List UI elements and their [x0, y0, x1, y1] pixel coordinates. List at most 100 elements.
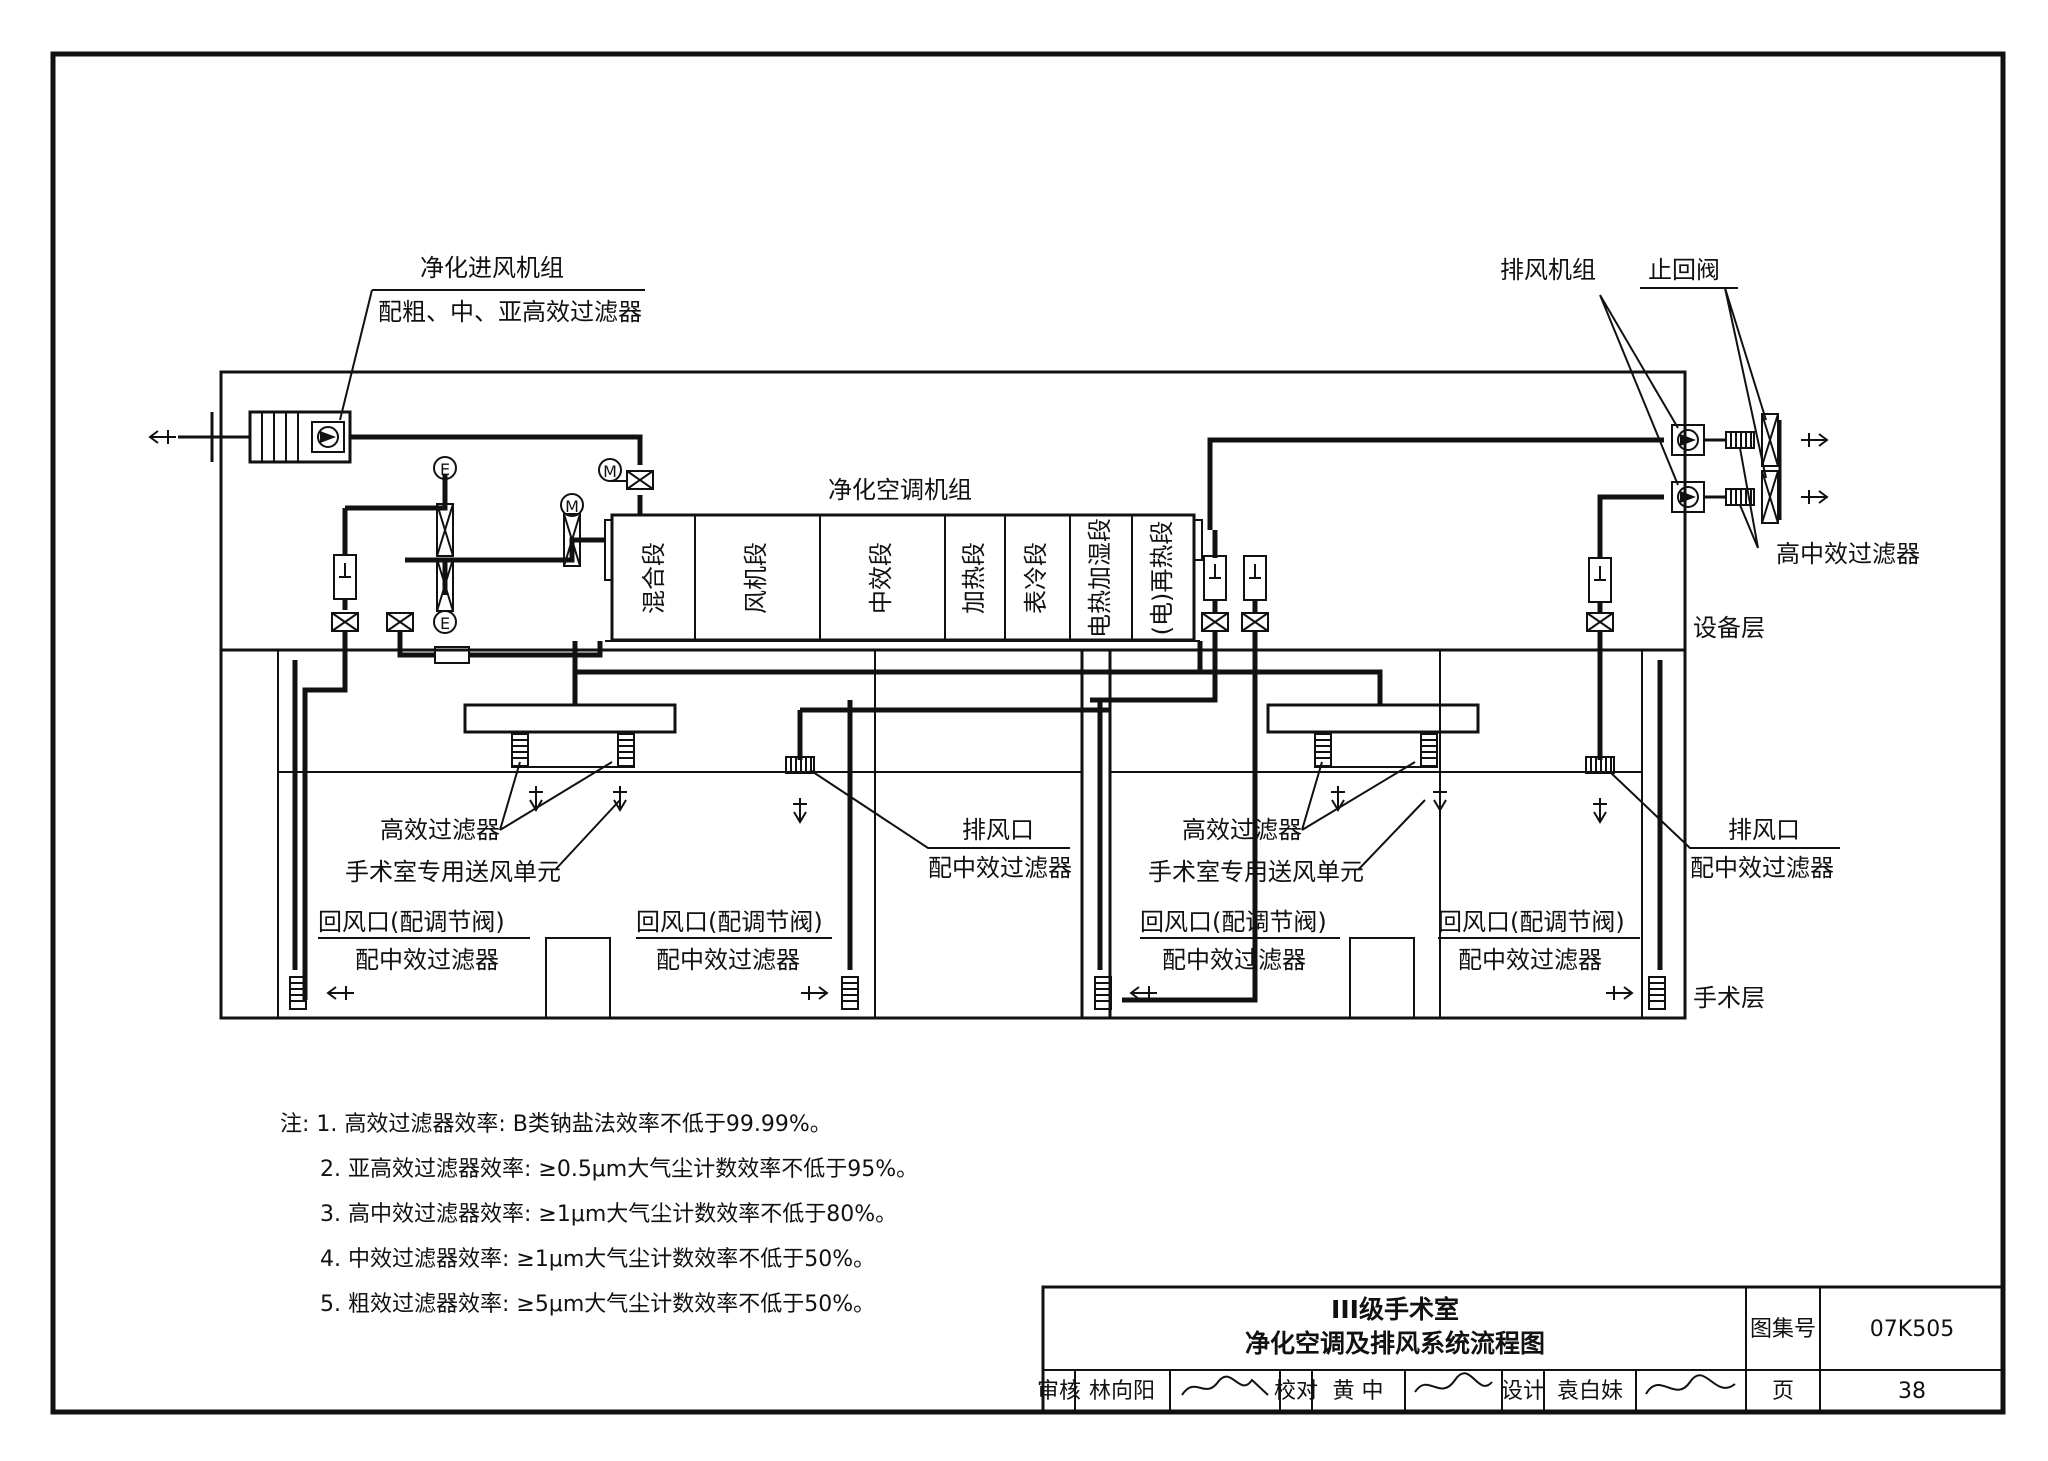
exhaust-damper-left-2-icon: [1241, 612, 1269, 632]
hepa-right-label: 高效过滤器: [1182, 816, 1302, 844]
return-arrow-2: [800, 985, 828, 1001]
ahu-section-label: 加热段: [960, 542, 988, 614]
note-line: 4. 中效过滤器效率: ≥1μm大气尘计数效率不低于50%。: [320, 1247, 875, 1272]
svg-text:M: M: [603, 462, 617, 481]
check-label: 校对: [1274, 1379, 1318, 1404]
notes-block: 注: 1. 高效过滤器效率: B类钠盐法效率不低于99.99%。 2. 亚高效过滤…: [280, 1112, 918, 1317]
check-valve-label: 止回阀: [1648, 256, 1720, 284]
page-label: 页: [1772, 1379, 1794, 1404]
outdoor-air-arrow: [149, 429, 177, 445]
supply-ducts: [463, 641, 1480, 811]
checker-signature: [1414, 1372, 1493, 1393]
hepa-left-b-icon: [617, 733, 635, 767]
return-1-label: 回风口(配调节阀): [318, 908, 505, 936]
surgery-floor-label: 手术层: [1693, 984, 1765, 1012]
supply-unit-right-label: 手术室专用送风单元: [1148, 858, 1364, 886]
designer-signature: [1645, 1374, 1736, 1395]
electric-damper-upper-icon: [436, 503, 454, 557]
exhaust-regulator-left-2-icon: [1243, 555, 1267, 601]
return-risers: [289, 660, 1666, 1010]
checker-name: 黄 中: [1333, 1379, 1384, 1404]
return-grille-4-icon: [1648, 976, 1666, 1010]
exhaust-out-arrow-2: [1800, 489, 1828, 505]
supply-unit-label: 净化进风机组: [420, 254, 564, 282]
return-shutoff-damper-2-icon: [386, 612, 414, 632]
supply-arrow-4: [1432, 785, 1448, 811]
title-line-2: 净化空调及排风系统流程图: [1245, 1329, 1545, 1358]
exhaust-damper-right-icon: [1586, 612, 1614, 632]
return-4-label: 回风口(配调节阀): [1438, 908, 1625, 936]
reviewer-signature: [1181, 1375, 1269, 1396]
supply-fan-icon: [311, 421, 345, 453]
exhaust-grille-right-icon: [1585, 756, 1615, 774]
design-label: 设计: [1501, 1379, 1545, 1404]
return-4-filter-label: 配中效过滤器: [1458, 946, 1602, 974]
exhaust-outlet-right-filter-label: 配中效过滤器: [1690, 854, 1834, 882]
ahu-unit: 净化空调机组 混合段 风机段 中效段 加热段 表冷段 电热加湿段 (电)再热段: [604, 476, 1203, 642]
return-regulator-icon: [333, 554, 357, 600]
ahu-section-label: 电热加湿段: [1086, 518, 1114, 638]
exhaust-regulator-left-icon: [1203, 555, 1227, 601]
hepa-left-a-icon: [511, 733, 529, 767]
high-mid-filter-label: 高中效过滤器: [1776, 540, 1920, 568]
return-air-mixing: E E M: [302, 456, 605, 1000]
reviewer-name: 林向阳: [1089, 1379, 1155, 1404]
return-shutoff-damper-icon: [331, 612, 359, 632]
page-number: 38: [1898, 1379, 1926, 1404]
return-2-label: 回风口(配调节阀): [636, 908, 823, 936]
motor-damper-inlet: M: [598, 458, 643, 515]
note-line: 注: 1. 高效过滤器效率: B类钠盐法效率不低于99.99%。: [280, 1112, 832, 1137]
exhaust-in-arrow-left: [792, 797, 808, 823]
exhaust-outlet-left-label: 排风口: [962, 816, 1034, 844]
return-grille-2-icon: [841, 976, 859, 1010]
hepa-right-a-icon: [1314, 733, 1332, 767]
ahu-section-label: (电)再热段: [1148, 521, 1176, 636]
sheet-border: [50, 51, 2006, 1415]
exhaust-regulator-right-icon: [1588, 557, 1612, 603]
hepa-left-label: 高效过滤器: [380, 816, 500, 844]
return-2-filter-label: 配中效过滤器: [656, 946, 800, 974]
exhaust-unit-label: 排风机组: [1500, 256, 1596, 284]
exhaust-fan-2-icon: [1671, 481, 1705, 513]
motor-damper-icon: [626, 470, 654, 490]
return-arrow-1: [327, 985, 355, 1001]
ahu-section-label: 中效段: [867, 542, 895, 614]
supply-air-unit: [149, 410, 654, 490]
exhaust-out-arrow-1: [1800, 432, 1828, 448]
return-3-label: 回风口(配调节阀): [1140, 908, 1327, 936]
title-block: III级手术室 净化空调及排风系统流程图 图集号 07K505 审核 林向阳 校…: [1037, 1285, 2005, 1414]
exhaust-in-arrow-right: [1592, 797, 1608, 823]
building-outline: [219, 370, 1687, 1020]
hepa-right-b-icon: [1420, 733, 1438, 767]
supply-unit-left-label: 手术室专用送风单元: [345, 858, 561, 886]
svg-text:E: E: [440, 460, 450, 479]
atlas-number: 07K505: [1870, 1317, 1954, 1342]
annotations: 净化进风机组 配粗、中、亚高效过滤器 排风机组 止回阀 高中效过滤器 设备层 手…: [318, 254, 1920, 1012]
equipment-floor-label: 设备层: [1693, 614, 1765, 642]
exhaust-outlet-left-filter-label: 配中效过滤器: [928, 854, 1072, 882]
exhaust-damper-left-icon: [1201, 612, 1229, 632]
supply-arrow-1: [528, 785, 544, 811]
exhaust-outlet-right-label: 排风口: [1728, 816, 1800, 844]
return-1-filter-label: 配中效过滤器: [355, 946, 499, 974]
review-label: 审核: [1037, 1379, 1081, 1404]
title-line-1: III级手术室: [1331, 1295, 1459, 1324]
check-valve-1-icon: [1761, 413, 1779, 467]
note-line: 3. 高中效过滤器效率: ≥1μm大气尘计数效率不低于80%。: [320, 1202, 897, 1227]
note-line: 5. 粗效过滤器效率: ≥5μm大气尘计数效率不低于50%。: [320, 1292, 875, 1317]
svg-text:M: M: [565, 497, 579, 516]
check-valve-2-icon: [1761, 470, 1779, 524]
ahu-section-label: 风机段: [742, 542, 770, 614]
return-3-filter-label: 配中效过滤器: [1162, 946, 1306, 974]
exhaust-fan-1-icon: [1671, 424, 1705, 456]
exhaust-system: [785, 413, 1828, 1003]
exhaust-filter-1-icon: [1725, 431, 1755, 449]
ahu-label: 净化空调机组: [828, 476, 972, 504]
designer-name: 袁白妹: [1557, 1379, 1623, 1404]
ahu-section-label: 表冷段: [1022, 542, 1050, 614]
supply-filters-label: 配粗、中、亚高效过滤器: [378, 298, 642, 326]
note-line: 2. 亚高效过滤器效率: ≥0.5μm大气尘计数效率不低于95%。: [320, 1157, 918, 1182]
svg-text:E: E: [440, 614, 450, 633]
ahu-section-label: 混合段: [640, 542, 668, 614]
